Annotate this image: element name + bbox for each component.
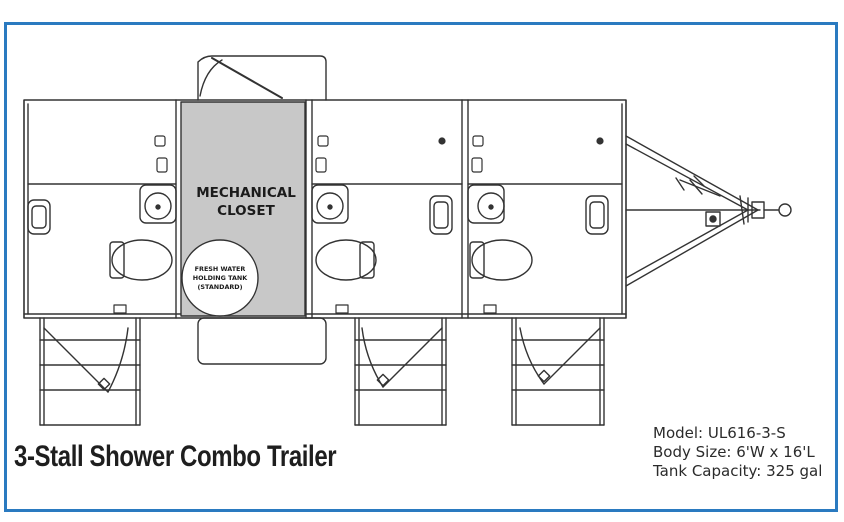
closet-step xyxy=(197,317,327,365)
spec-model: Model: UL616-3-S xyxy=(653,424,786,442)
entry-steps xyxy=(39,317,605,426)
dispensers xyxy=(27,195,609,235)
fresh-water-tank xyxy=(181,239,259,317)
spec-block: Model: UL616-3-S Body Size: 6'W x 16'L T… xyxy=(653,424,822,481)
closet-door-top xyxy=(197,55,327,101)
tank-label: FRESH WATER HOLDING TANK (STANDARD) xyxy=(183,265,257,292)
mechanical-closet-label: MECHANICAL CLOSET xyxy=(182,184,310,220)
tank-label-line2: HOLDING TANK xyxy=(192,274,248,282)
drains xyxy=(113,304,497,314)
toilets xyxy=(109,239,533,281)
tank-label-line1: FRESH WATER xyxy=(194,265,246,273)
spec-tank-capacity: Tank Capacity: 325 gal xyxy=(653,462,823,480)
shower-fixtures xyxy=(154,135,604,173)
trailer-hitch xyxy=(625,135,792,287)
mechanical-label-line1: MECHANICAL xyxy=(196,185,296,201)
spec-body-size: Body Size: 6'W x 16'L xyxy=(653,443,815,461)
mechanical-label-line2: CLOSET xyxy=(217,203,275,219)
diagram-title: 3-Stall Shower Combo Trailer xyxy=(14,440,337,473)
diagram-frame xyxy=(4,22,838,512)
trailer-body xyxy=(23,99,627,319)
tank-label-line3: (STANDARD) xyxy=(197,283,243,291)
sinks xyxy=(139,184,505,224)
